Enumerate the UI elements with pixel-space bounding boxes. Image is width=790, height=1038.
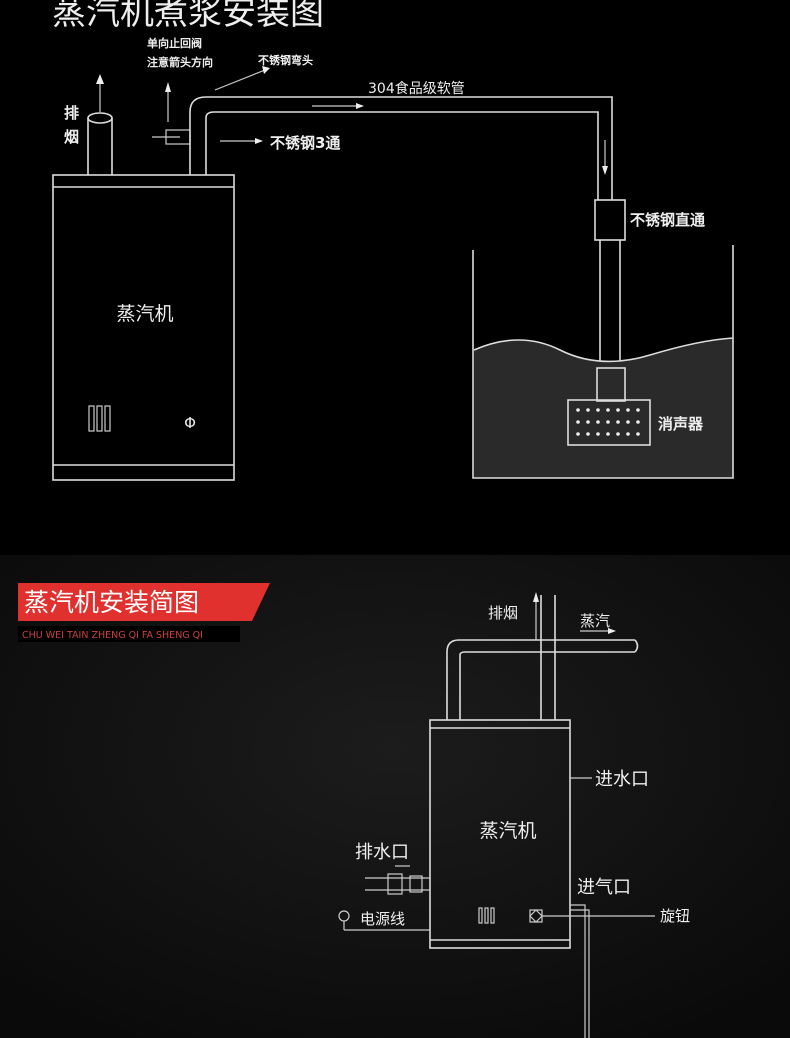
steam-label: 蒸汽 [580,612,610,630]
silencer-hole [606,420,610,424]
straight-fitting [594,199,626,241]
top-title: 蒸汽机煮浆安装图 [52,0,324,33]
chimney [87,74,113,175]
silencer-hole [596,420,600,424]
silencer-hole [596,408,600,412]
knob-label: 旋钮 [660,907,690,925]
silencer-hole [636,432,640,436]
silencer-hole [606,432,610,436]
silencer-hole [636,420,640,424]
silencer-hole [606,408,610,412]
drain-label: 排水口 [355,842,409,863]
silencer-hole [616,420,620,424]
machine-label: 蒸汽机 [116,303,173,325]
steam-pipe-bottom [446,628,639,720]
drain-valve [365,865,430,895]
gas-line [570,904,590,1038]
knob-icon: Φ [184,414,196,432]
silencer-hole [586,432,590,436]
silencer-label: 消声器 [658,415,704,433]
silencer-hole [576,432,580,436]
silencer-hole [576,408,580,412]
chimney-bottom [533,592,556,720]
tee-label: 不锈钢3通 [270,134,340,152]
silencer-hole [636,408,640,412]
check-valve-label: 单向止回阀 [147,36,202,50]
silencer-hole [626,420,630,424]
steam-machine-bottom: 蒸汽机 [429,719,571,949]
hose-label: 304食品级软管 [368,80,465,97]
exhaust-label-2: 烟 [64,128,79,146]
banner-subtitle: CHU WEI TAIN ZHENG QI FA SHENG QI [22,630,203,641]
silencer-hole [596,432,600,436]
tank [472,245,734,479]
gas-inlet-label: 进气口 [577,877,631,898]
arrow-direction-note: 注意箭头方向 [147,55,213,69]
silencer-hole [576,420,580,424]
machine-label-bottom: 蒸汽机 [479,820,536,842]
steam-machine-top: 蒸汽机 Φ [52,174,235,481]
vent-icon [88,405,111,432]
elbow-label: 不锈钢弯头 [258,53,313,67]
steam-pipe [189,66,613,200]
silencer-hole [586,420,590,424]
silencer-hole [616,432,620,436]
straight-label: 不锈钢直通 [630,211,705,229]
exhaust-label-bottom: 排烟 [488,604,518,622]
power-cord-label: 电源线 [360,910,405,928]
silencer-hole [586,408,590,412]
silencer-hole [626,432,630,436]
vent-icon [478,907,495,924]
water-inlet-label: 进水口 [595,769,649,790]
banner-title: 蒸汽机安装简图 [24,588,199,617]
banner [18,583,270,621]
silencer-hole [626,408,630,412]
power-plug-icon [338,910,430,931]
silencer [567,367,651,446]
silencer-hole [616,408,620,412]
exhaust-label-1: 排 [64,104,79,122]
